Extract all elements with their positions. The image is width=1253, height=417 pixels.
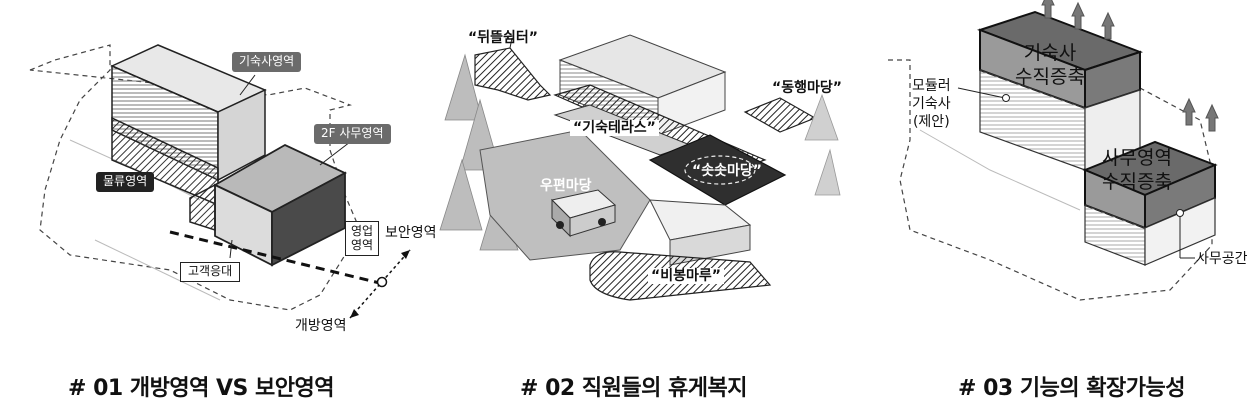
caption-03: # 03 기능의 확장가능성 — [958, 370, 1185, 402]
isometric-drawing-1 — [0, 0, 420, 360]
panel-expansion: 기숙사 수직증축 모듈러 기숙사 (제안) 사무영역 수직증축 사무공간 # 0… — [840, 0, 1253, 417]
label-logistics-area: 물류영역 — [96, 172, 154, 192]
label-bibong: “비봉마루” — [648, 268, 724, 284]
label-office-space: 사무공간 — [1196, 251, 1248, 267]
label-modular-dorm: 모듈러 기숙사 (제안) — [912, 77, 951, 132]
isometric-drawing-2 — [420, 0, 840, 360]
label-dorm-area: 기숙사영역 — [232, 52, 301, 72]
label-sales-area: 영업 영역 — [345, 221, 379, 256]
tree-cluster-right — [805, 95, 840, 195]
label-post-yard: 우편마당 — [540, 178, 592, 194]
caption-02: # 02 직원들의 휴게복지 — [520, 370, 747, 402]
label-sosot-yard: “솟솟마당” — [692, 163, 762, 179]
label-office-vertical-ext: 사무영역 수직증축 — [1102, 147, 1172, 195]
panel-open-vs-secure: 기숙사영역 2F 사무영역 물류영역 영업 영역 보안영역 고객응대 개방영역 … — [0, 0, 420, 417]
label-dorm-terrace: “기숙테라스” — [570, 120, 659, 136]
caption-01: # 01 개방영역 VS 보안영역 — [68, 370, 334, 402]
label-backyard: “뒤뜰쉼터” — [468, 30, 538, 46]
backyard-terrace — [475, 48, 550, 100]
label-reception: 고객응대 — [180, 262, 240, 282]
east-yard-deck — [745, 98, 815, 132]
label-east-yard: “동행마당” — [772, 80, 842, 96]
panel-employee-welfare: “뒤뜰쉼터” “동행마당” “기숙테라스” “솟솟마당” 우편마당 “비봉마루”… — [420, 0, 840, 417]
label-open-area: 개방영역 — [295, 318, 347, 334]
label-office-2f: 2F 사무영역 — [314, 124, 391, 144]
label-dorm-vertical-ext: 기숙사 수직증축 — [1015, 42, 1085, 90]
